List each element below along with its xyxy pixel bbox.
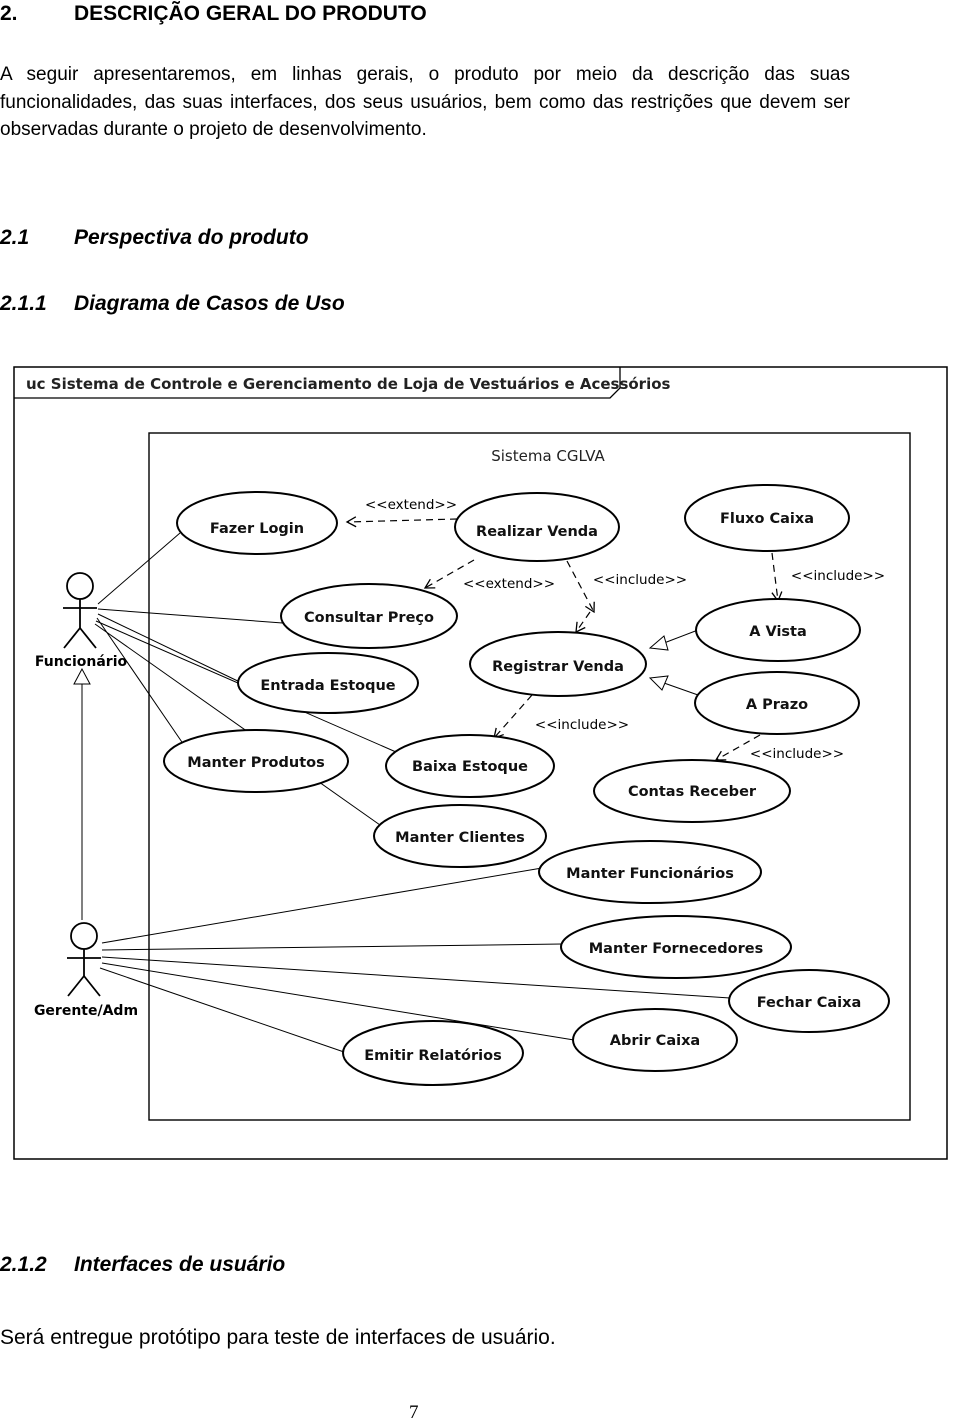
use-case-contas-receber [593, 759, 791, 823]
actor-gerente [67, 922, 101, 997]
use-case-label: Manter Funcionários [566, 866, 734, 882]
use-case-fluxo-caixa [684, 484, 850, 552]
actor-funcionario [63, 572, 97, 649]
use-case-label: Consultar Preço [304, 610, 434, 626]
use-case-label: A Vista [749, 624, 807, 640]
gerente-associations [99, 867, 731, 1053]
subsection-number: 2.1 [0, 226, 30, 249]
dependency-lines [345, 516, 783, 761]
use-case-label: Fazer Login [210, 521, 304, 537]
use-case-label: Emitir Relatórios [364, 1048, 501, 1064]
frame-tab [14, 367, 621, 399]
use-case-emitir-relatorios [342, 1020, 524, 1086]
use-case-label: Abrir Caixa [610, 1033, 700, 1049]
use-case-manter-fornecedores [560, 915, 792, 979]
subsection-heading-2-1-2: 2.1.2 Interfaces de usuário [0, 1253, 285, 1277]
use-case-label: Manter Clientes [395, 830, 525, 846]
intro-paragraph: A seguir apresentaremos, em linhas gerai… [0, 64, 850, 140]
page-number: 7 [409, 1402, 419, 1423]
use-case-fazer-login [176, 491, 338, 555]
system-label: Sistema CGLVA [491, 447, 605, 465]
include-label-3: <<include>> [535, 717, 629, 733]
include-label-4: <<include>> [750, 746, 844, 762]
include-label-1: <<include>> [593, 572, 687, 588]
subsection-heading-2-1-1: 2.1.1 Diagrama de Casos de Uso [0, 292, 345, 316]
closing-paragraph: Será entregue protótipo para teste de in… [0, 1326, 556, 1349]
use-case-fechar-caixa [728, 969, 890, 1033]
subsection-title: Interfaces de usuário [74, 1253, 286, 1276]
section-title: DESCRIÇÃO GERAL DO PRODUTO [74, 2, 427, 25]
payment-generalizations [648, 629, 699, 696]
section-number: 2. [0, 2, 18, 25]
use-case-consultar-preco [280, 583, 458, 649]
use-case-label: A Prazo [746, 697, 808, 713]
use-case-manter-clientes [373, 804, 547, 868]
use-case-entrada-estoque [237, 652, 419, 714]
use-case-label: Realizar Venda [476, 524, 598, 540]
use-case-label: Manter Fornecedores [589, 941, 763, 957]
actor-funcionario-label: Funcionário [35, 654, 128, 670]
subsection-title: Diagrama de Casos de Uso [74, 292, 345, 315]
section-heading: 2. DESCRIÇÃO GERAL DO PRODUTO [0, 2, 427, 26]
subsection-heading-2-1: 2.1 Perspectiva do produto [0, 226, 309, 250]
subsection-title: Perspectiva do produto [74, 226, 309, 249]
use-case-a-vista [695, 598, 861, 662]
use-case-label: Manter Produtos [187, 755, 324, 771]
use-case-a-prazo [694, 671, 860, 735]
use-case-manter-funcionarios [538, 840, 762, 904]
subsection-number: 2.1.2 [0, 1253, 47, 1276]
use-case-registrar-venda [469, 631, 647, 697]
use-case-manter-produtos [163, 729, 349, 793]
subsection-number: 2.1.1 [0, 292, 47, 315]
use-case-label: Fluxo Caixa [720, 511, 814, 527]
include-label-2: <<include>> [791, 568, 885, 584]
use-case-baixa-estoque [385, 734, 555, 798]
use-case-label: Entrada Estoque [260, 678, 395, 694]
actor-gerente-label: Gerente/Adm [34, 1003, 138, 1019]
generalization-arrow [73, 667, 91, 685]
use-case-label: Baixa Estoque [412, 759, 528, 775]
use-case-label: Contas Receber [628, 784, 757, 800]
use-case-realizar-venda [454, 492, 620, 562]
use-case-label: Registrar Venda [492, 659, 624, 675]
frame-label: uc Sistema de Controle e Gerenciamento d… [26, 375, 671, 393]
extend-label-2: <<extend>> [463, 576, 555, 592]
extend-label-1: <<extend>> [365, 497, 457, 513]
use-case-label: Fechar Caixa [757, 995, 862, 1011]
use-case-abrir-caixa [572, 1008, 738, 1072]
